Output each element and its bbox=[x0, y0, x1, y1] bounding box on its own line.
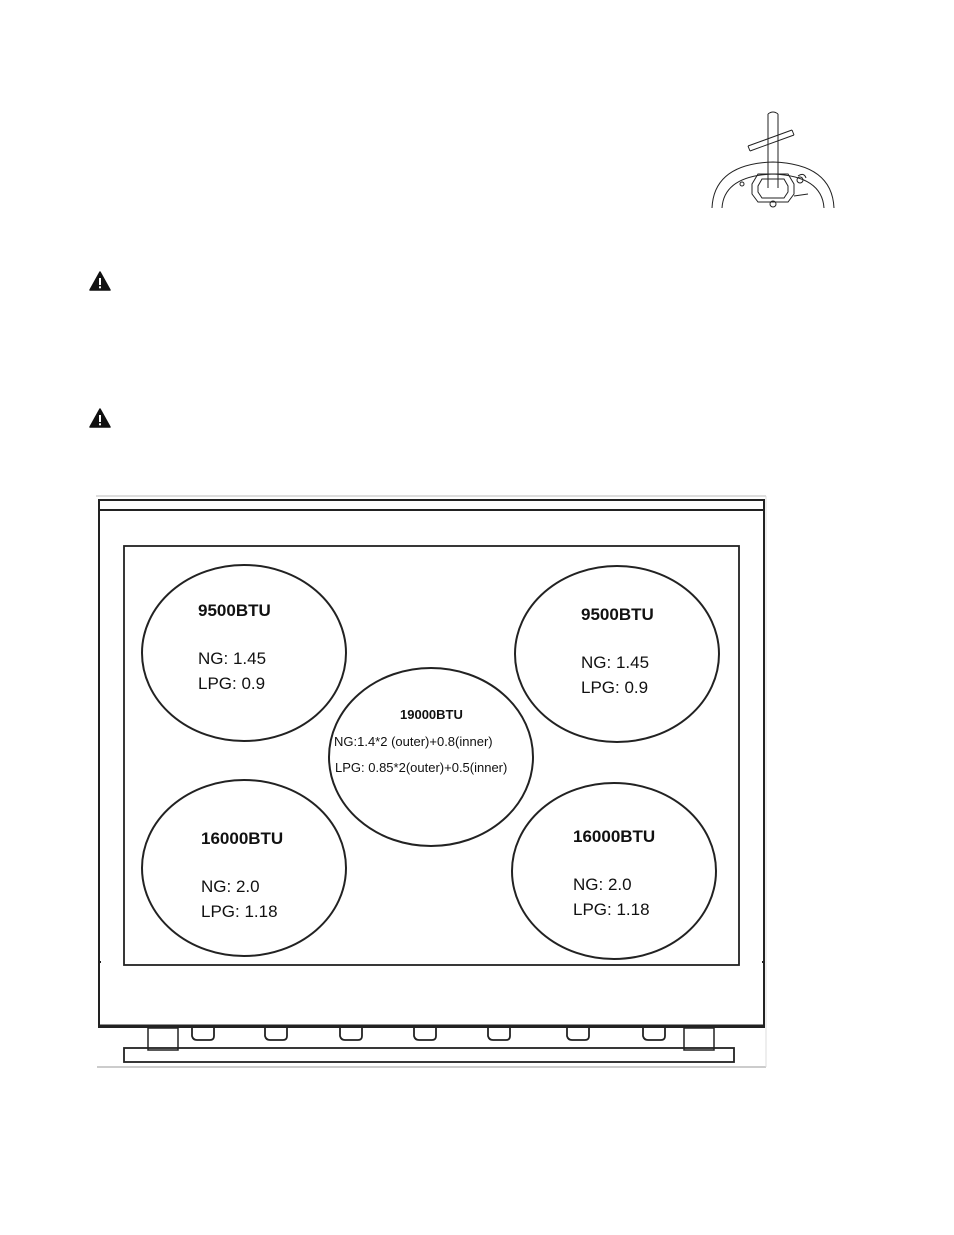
burner-ng-label: NG: 2.0 bbox=[573, 875, 632, 894]
burner-lpg-label: LPG: 1.18 bbox=[201, 902, 278, 921]
cooktop-diagram: 9500BTU NG: 1.45 LPG: 0.9 9500BTU NG: 1.… bbox=[96, 495, 767, 1068]
burner-bottom-right bbox=[511, 782, 717, 960]
burner-btu-label: 9500BTU bbox=[198, 601, 271, 620]
burner-btu-label: 16000BTU bbox=[201, 829, 283, 848]
burner-lpg-label: LPG: 0.85*2(outer)+0.5(inner) bbox=[335, 760, 507, 775]
knob bbox=[642, 1028, 666, 1041]
burner-ng-label: NG: 1.45 bbox=[198, 649, 266, 668]
warning-icon bbox=[89, 271, 111, 291]
burner-top-left bbox=[141, 564, 347, 742]
burner-ng-label: NG:1.4*2 (outer)+0.8(inner) bbox=[334, 734, 493, 749]
burner-bottom-left bbox=[141, 779, 347, 957]
burner-lpg-label: LPG: 0.9 bbox=[198, 674, 265, 693]
burner-lpg-label: LPG: 0.9 bbox=[581, 678, 648, 697]
knob bbox=[413, 1028, 437, 1041]
burner-btu-label: 19000BTU bbox=[400, 707, 463, 722]
burner-tool-illustration bbox=[711, 111, 835, 208]
burner-lpg-label: LPG: 1.18 bbox=[573, 900, 650, 919]
knob bbox=[191, 1028, 215, 1041]
knob bbox=[566, 1028, 590, 1041]
burner-ng-label: NG: 1.45 bbox=[581, 653, 649, 672]
burner-btu-label: 9500BTU bbox=[581, 605, 654, 624]
cooktop-surface bbox=[123, 545, 740, 966]
burner-ng-label: NG: 2.0 bbox=[201, 877, 260, 896]
burner-btu-label: 16000BTU bbox=[573, 827, 655, 846]
knob bbox=[339, 1028, 363, 1041]
knob bbox=[264, 1028, 288, 1041]
knob bbox=[487, 1028, 511, 1041]
range-base bbox=[123, 1047, 735, 1063]
burner-center bbox=[328, 667, 534, 847]
warning-icon bbox=[89, 408, 111, 428]
burner-top-right bbox=[514, 565, 720, 743]
